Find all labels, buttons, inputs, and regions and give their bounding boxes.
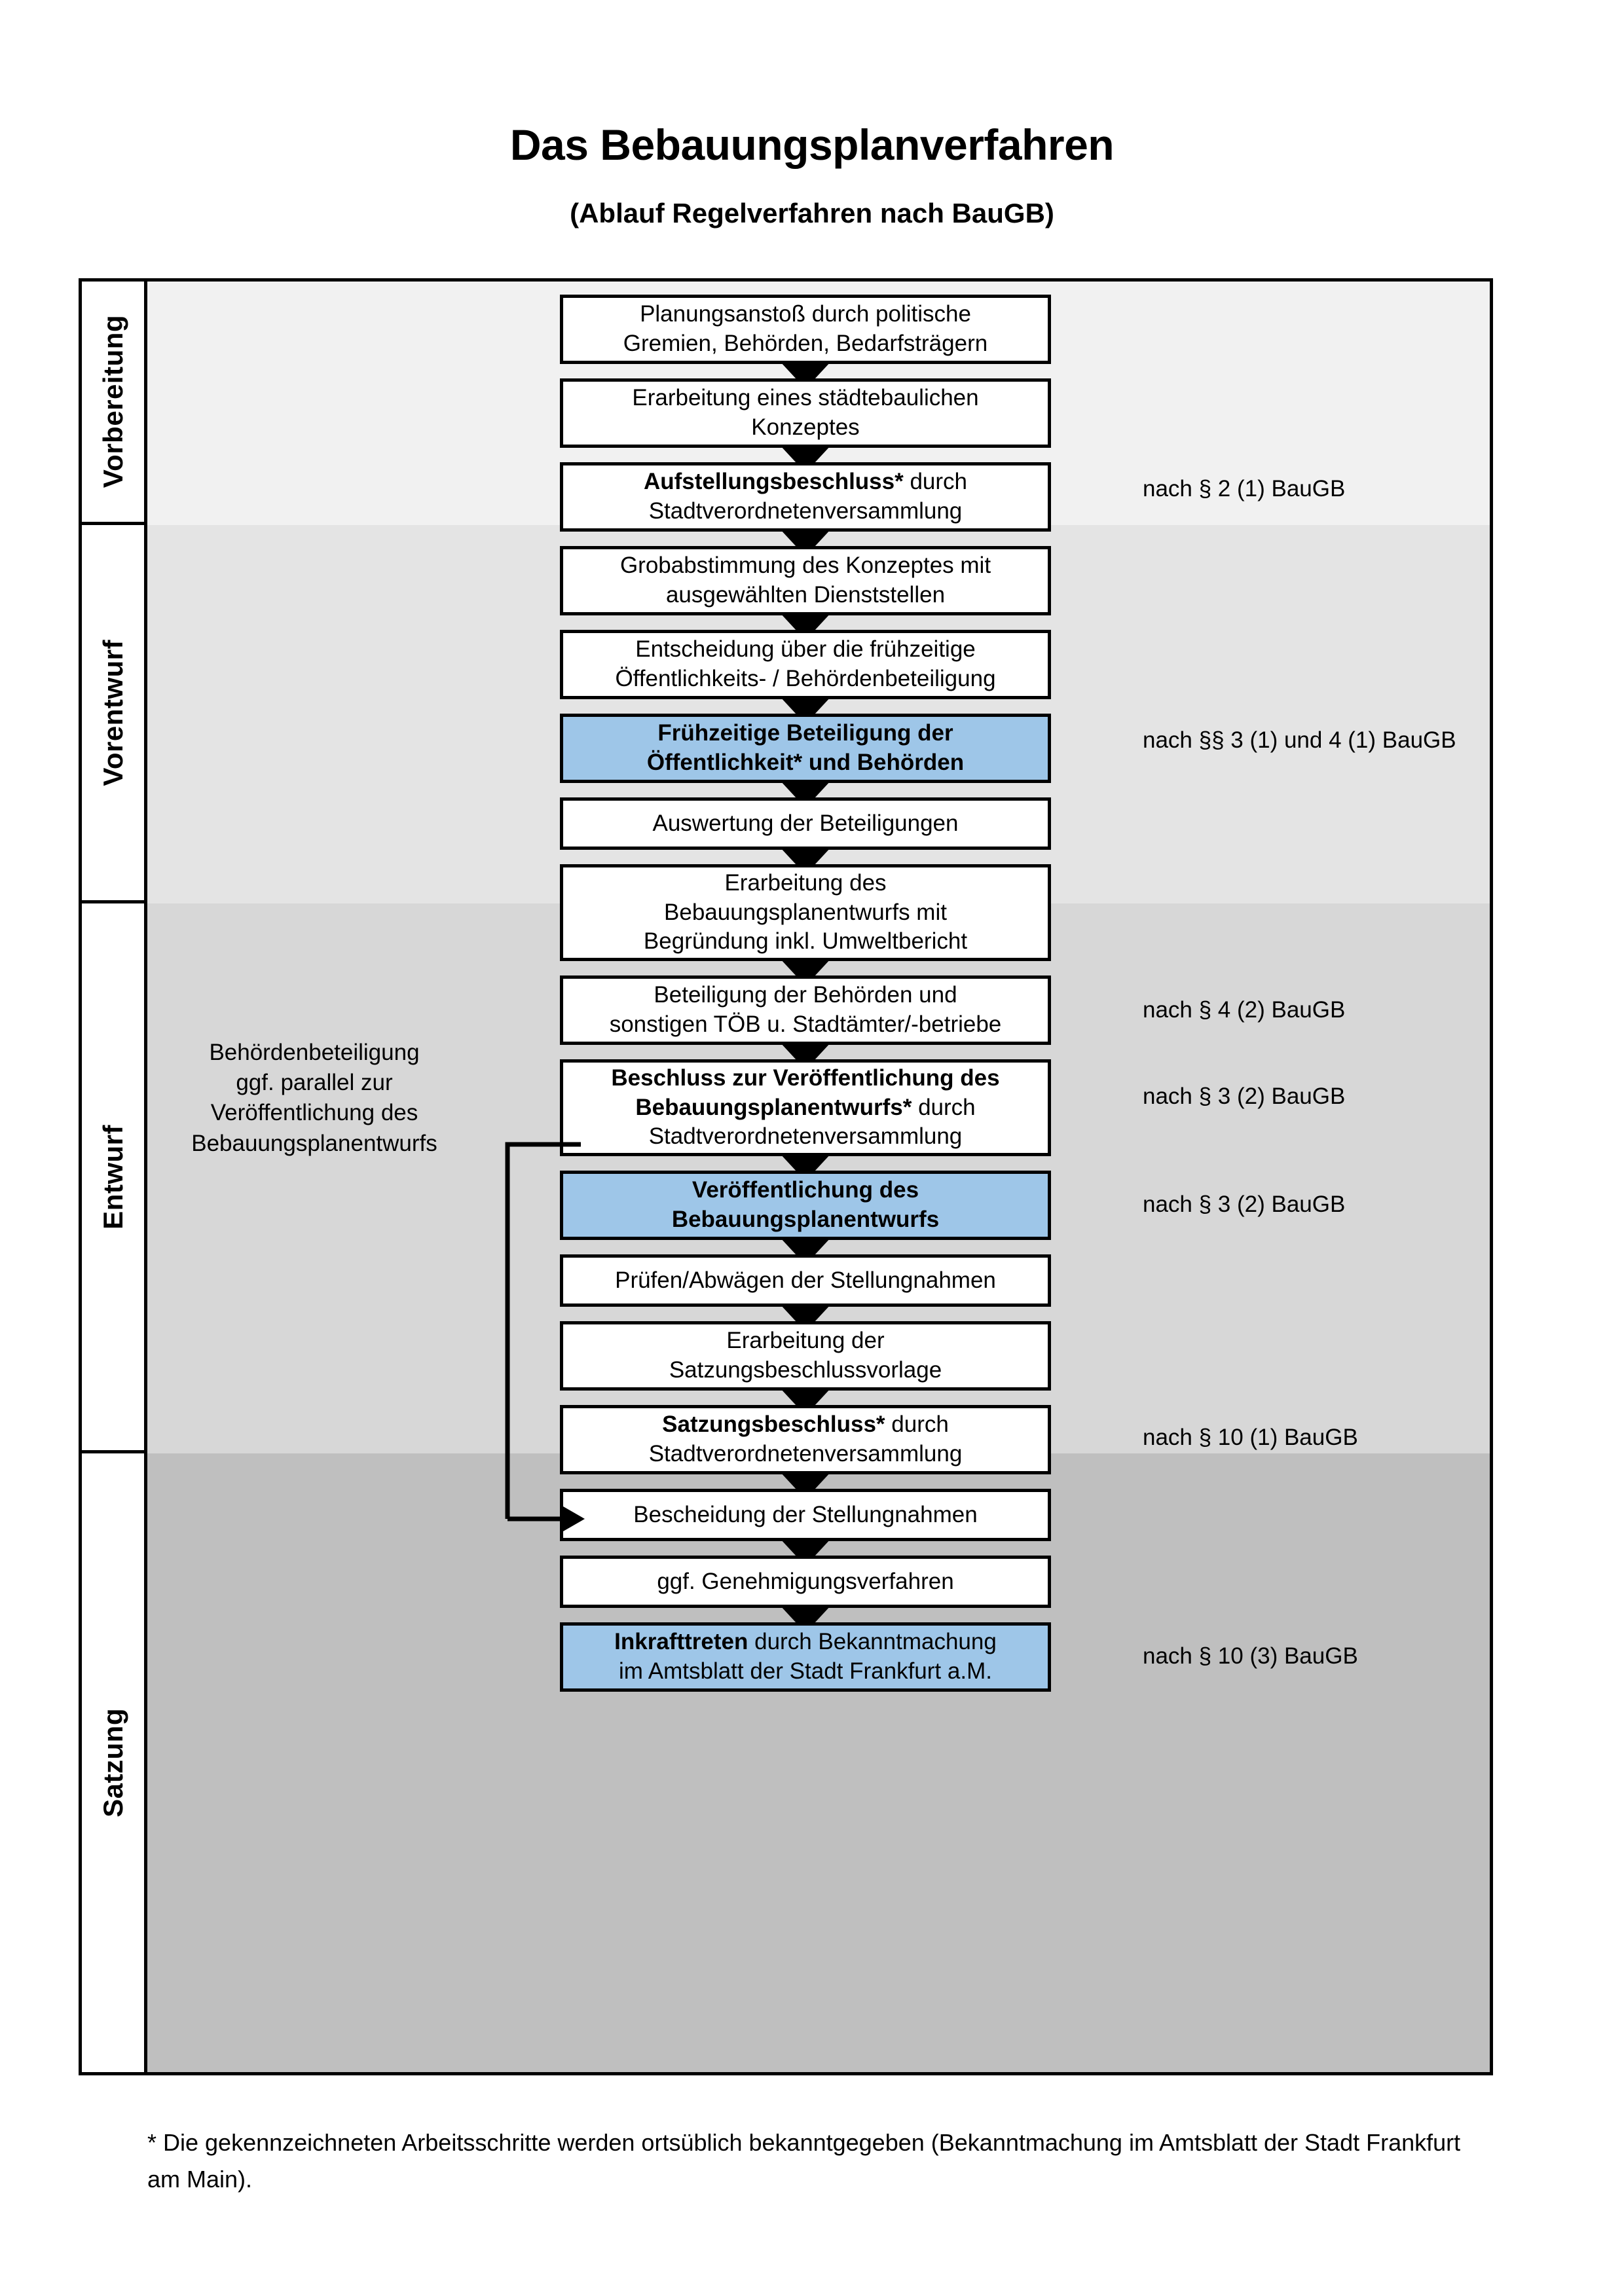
side-annotation-line-4: Bebauungsplanentwurfs — [191, 1130, 437, 1156]
flow-step-label: Bescheidung der Stellungnahmen — [633, 1501, 978, 1527]
side-annotation-line-2: ggf. parallel zur — [236, 1070, 393, 1096]
stage-label-text: Vorentwurf — [97, 639, 128, 786]
stage-label-vorentwurf[interactable]: Vorentwurf — [82, 525, 147, 903]
legal-reference-2: nach §§ 3 (1) und 4 (1) BauGB — [1143, 727, 1456, 753]
flow-step-label: Auswertung der Beteiligungen — [652, 810, 959, 836]
flow-step-label: Prüfen/Abwägen der Stellungnahmen — [615, 1267, 996, 1293]
flow-step-7[interactable]: Auswertung der Beteiligungen — [560, 797, 1051, 850]
page-subtitle: (Ablauf Regelverfahren nach BauGB) — [570, 197, 1054, 228]
flow-step-16[interactable]: ggf. Genehmigungsverfahren — [560, 1556, 1051, 1608]
flow-step-15[interactable]: Bescheidung der Stellungnahmen — [560, 1489, 1051, 1541]
side-annotation: Behördenbeteiligung ggf. parallel zur Ve… — [174, 1038, 455, 1159]
side-annotation-line-3: Veröffentlichung des — [210, 1100, 418, 1126]
footnote: * Die gekennzeichneten Arbeitsschritte w… — [147, 2129, 1461, 2193]
feedback-loop-connector — [505, 1142, 585, 1531]
stage-label-satzung[interactable]: Satzung — [82, 1453, 147, 2072]
title-block: Das Bebauungsplanverfahren (Ablauf Regel… — [0, 121, 1624, 229]
page-title: Das Bebauungsplanverfahren — [509, 120, 1115, 169]
stage-label-text: Satzung — [97, 1708, 128, 1817]
legal-reference-4: nach § 3 (2) BauGB — [1143, 1084, 1346, 1109]
legal-reference-3: nach § 4 (2) BauGB — [1143, 997, 1346, 1023]
legal-reference-1: nach § 2 (1) BauGB — [1143, 476, 1346, 501]
legal-reference-6: nach § 10 (1) BauGB — [1143, 1425, 1358, 1450]
stage-label-vorbereitung[interactable]: Vorbereitung — [82, 282, 147, 525]
legal-reference-5: nach § 3 (2) BauGB — [1143, 1192, 1346, 1217]
stage-label-text: Vorbereitung — [97, 315, 128, 488]
stage-label-text: Entwurf — [97, 1124, 128, 1230]
flow-step-label: ggf. Genehmigungsverfahren — [657, 1568, 954, 1594]
flow-step-12[interactable]: Prüfen/Abwägen der Stellungnahmen — [560, 1254, 1051, 1307]
side-annotation-line-1: Behördenbeteiligung — [209, 1040, 420, 1065]
legal-reference-7: nach § 10 (3) BauGB — [1143, 1643, 1358, 1669]
stage-label-entwurf[interactable]: Entwurf — [82, 903, 147, 1453]
